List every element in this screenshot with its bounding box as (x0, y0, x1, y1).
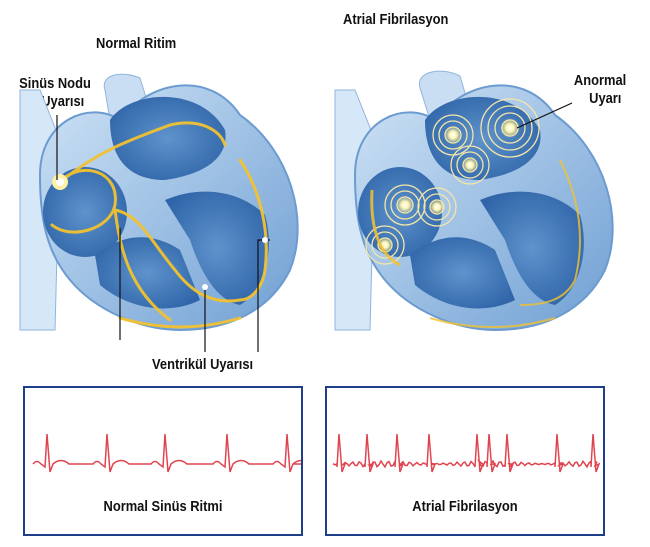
af-title: Atrial Fibrilasyon (343, 11, 449, 28)
normal-heart (19, 73, 299, 352)
ventricle-impulse-label: Ventrikül Uyarısı (152, 356, 254, 373)
left-atrium (110, 96, 226, 180)
abnormal-impulse-label-line2: Uyarı (589, 90, 622, 107)
af-ecg-caption: Atrial Fibrilasyon (412, 498, 518, 515)
heart-illustrations (19, 70, 614, 352)
right-atrium (43, 167, 127, 257)
sinus-node-label-line1: Sinüs Nodu (19, 75, 91, 92)
af-ecg-trace (332, 433, 601, 473)
normal-ecg-trace (32, 433, 301, 473)
normal-ecg-panel: Normal Sinüs Ritmi (23, 386, 303, 536)
spark-points (377, 118, 520, 253)
sinus-node-label: Sinüs Nodu Uyarısı (12, 75, 98, 111)
right-ventricle (95, 237, 200, 309)
normal-rhythm-title: Normal Ritim (96, 35, 177, 52)
abnormal-impulse-label: Anormal Uyarı (570, 72, 630, 108)
af-ecg-panel: Atrial Fibrilasyon (325, 386, 605, 536)
abnormal-impulse-label-line1: Anormal (573, 72, 627, 89)
af-heart (334, 70, 614, 332)
sinus-node-label-line2: Uyarısı (41, 93, 85, 110)
left-ventricle (165, 191, 269, 305)
normal-ecg-caption: Normal Sinüs Ritmi (103, 498, 223, 515)
